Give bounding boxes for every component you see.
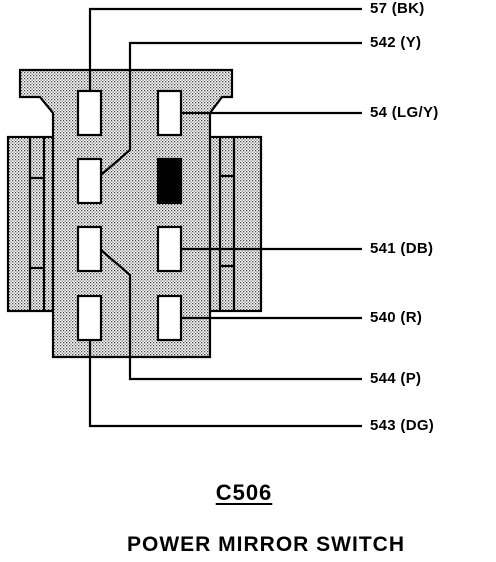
terminal-cavities: [76, 89, 183, 342]
terminal-3: [76, 157, 103, 205]
left-latch: [6, 135, 57, 313]
wire-label-543: 543 (DG): [370, 417, 435, 434]
wire-543: [88, 340, 362, 428]
wire-542: [100, 41, 362, 176]
terminal-6: [156, 225, 183, 273]
terminal-2: [156, 89, 183, 137]
terminal-1: [76, 89, 103, 137]
wire-label-542: 542 (Y): [370, 34, 422, 51]
terminal-4-plugged: [156, 157, 183, 205]
terminal-7: [76, 294, 103, 342]
terminal-8: [156, 294, 183, 342]
connector-housing: [18, 68, 234, 359]
wire-57: [88, 7, 362, 91]
wire-label-544: 544 (P): [370, 370, 422, 387]
diagram-title: POWER MIRROR SWITCH: [127, 533, 405, 556]
connector-id: C506: [215, 480, 273, 505]
wire-label-540: 540 (R): [370, 309, 423, 326]
terminal-5: [76, 225, 103, 273]
wire-label-541: 541 (DB): [370, 240, 434, 257]
wire-leads: [88, 7, 362, 428]
wire-label-57: 57 (BK): [370, 0, 425, 17]
wire-544: [100, 249, 362, 381]
wire-label-54: 54 (LG/Y): [370, 104, 439, 121]
right-latch: [205, 135, 263, 313]
